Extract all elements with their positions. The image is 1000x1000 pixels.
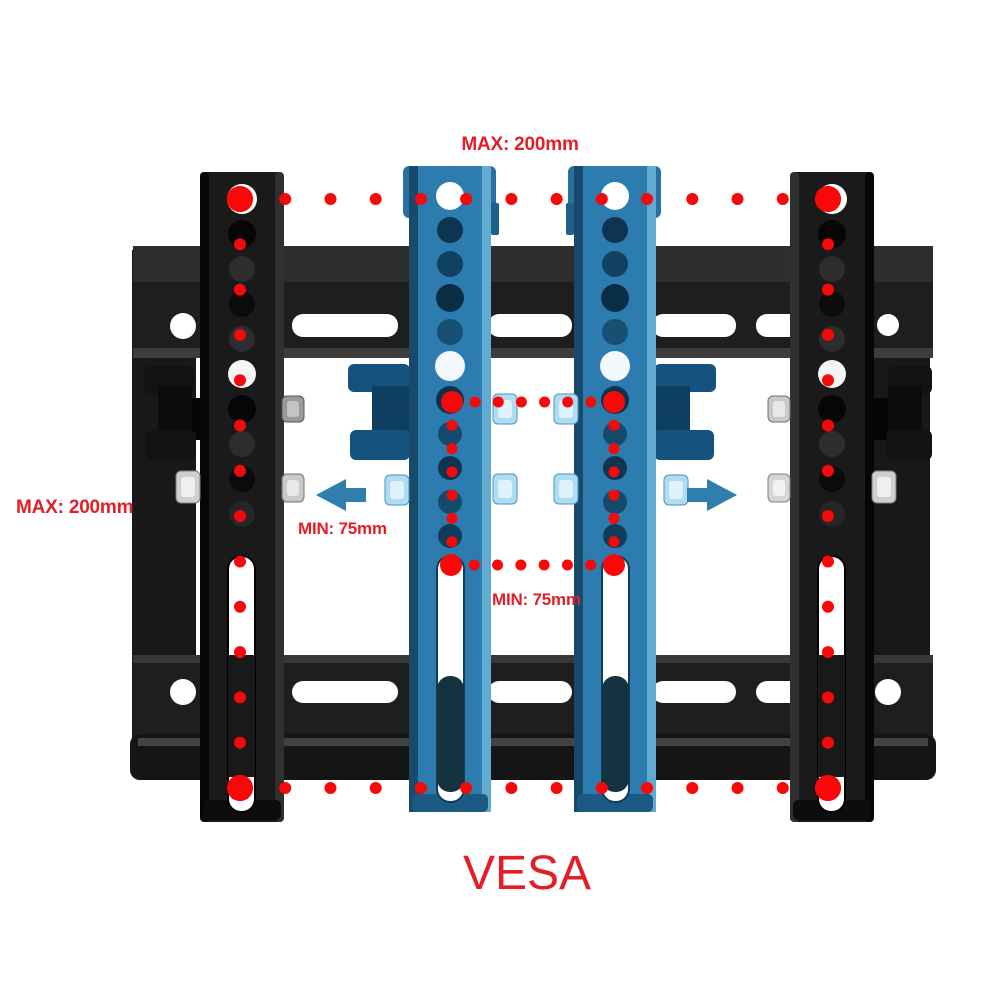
slide-right-arrow-icon bbox=[687, 479, 737, 511]
max-height-left-dot bbox=[234, 283, 246, 296]
left-wall-rail bbox=[200, 172, 284, 822]
min-width-lower-dot bbox=[585, 559, 597, 571]
max-width-bottom-dot bbox=[324, 782, 337, 794]
max-width-top-dot bbox=[550, 193, 563, 205]
max-height-right-dot bbox=[815, 775, 841, 801]
left-tv-rail bbox=[403, 166, 499, 812]
max-width-bottom-dot bbox=[414, 782, 427, 794]
min-width-lower-dot bbox=[468, 559, 480, 571]
min-width-upper-dot bbox=[585, 396, 597, 408]
min-height-left-dot bbox=[446, 489, 458, 501]
min-height-left-dot bbox=[446, 536, 458, 548]
max-height-right-dot bbox=[822, 374, 834, 387]
slide-left-arrow-icon bbox=[316, 479, 366, 511]
max-height-left-dot bbox=[234, 555, 246, 568]
max-height-right-dot bbox=[822, 555, 834, 568]
min-height-label: MIN: 75mm bbox=[492, 590, 581, 609]
max-width-bottom-dot bbox=[686, 782, 699, 794]
min-height-right-dot bbox=[608, 443, 620, 455]
max-width-bottom-dot bbox=[460, 782, 473, 794]
min-height-right-dot bbox=[608, 536, 620, 548]
max-height-left-dot bbox=[234, 691, 246, 704]
min-height-right-dot bbox=[608, 419, 620, 431]
max-height-left-dot bbox=[234, 646, 246, 659]
min-height-left-dot bbox=[446, 512, 458, 524]
max-height-left-dot bbox=[234, 736, 246, 749]
min-width-lower-dot bbox=[440, 554, 462, 576]
min-width-lower-dot bbox=[561, 559, 573, 571]
max-width-bottom-dot bbox=[731, 782, 744, 794]
min-width-upper-dot bbox=[515, 396, 527, 408]
max-height-left-dot bbox=[234, 600, 246, 613]
min-width-lower-dot bbox=[538, 559, 550, 571]
max-height-left-dot bbox=[227, 186, 253, 212]
min-width-lower-dot bbox=[515, 559, 527, 571]
max-height-right-dot bbox=[822, 736, 834, 749]
max-width-top-dot bbox=[595, 193, 608, 205]
max-height-right-dot bbox=[822, 328, 834, 341]
min-height-right-dot bbox=[608, 489, 620, 501]
max-width-top-dot bbox=[505, 193, 518, 205]
max-width-label: MAX: 200mm bbox=[461, 134, 579, 155]
max-width-top-dot bbox=[279, 193, 292, 205]
max-height-left-dot bbox=[234, 419, 246, 432]
min-width-upper-dot bbox=[469, 396, 481, 408]
right-tv-rail bbox=[566, 166, 661, 812]
measurement-dots bbox=[227, 186, 841, 801]
max-height-right-dot bbox=[822, 646, 834, 659]
max-width-top-dot bbox=[460, 193, 473, 205]
max-height-right-dot bbox=[815, 186, 841, 212]
max-height-label: MAX: 200mm bbox=[16, 497, 134, 518]
max-height-left-dot bbox=[234, 510, 246, 523]
min-height-left-dot bbox=[446, 466, 458, 478]
max-height-left-dot bbox=[234, 328, 246, 341]
max-width-bottom-dot bbox=[595, 782, 608, 794]
min-height-right-dot bbox=[608, 512, 620, 524]
max-height-right-dot bbox=[822, 464, 834, 477]
max-height-left-dot bbox=[234, 374, 246, 387]
max-width-bottom-dot bbox=[550, 782, 563, 794]
max-height-right-dot bbox=[822, 600, 834, 613]
left-tilt-knob bbox=[144, 366, 204, 460]
min-height-left-dot bbox=[446, 419, 458, 431]
min-width-lower-dot bbox=[603, 554, 625, 576]
min-width-label: MIN: 75mm bbox=[298, 519, 387, 538]
min-width-upper-dot bbox=[562, 396, 574, 408]
max-height-left-dot bbox=[234, 464, 246, 477]
mounting-bolts bbox=[175, 393, 897, 506]
max-width-bottom-dot bbox=[776, 782, 789, 794]
min-width-lower-dot bbox=[492, 559, 504, 571]
max-height-right-dot bbox=[822, 283, 834, 296]
max-width-top-dot bbox=[686, 193, 699, 205]
min-width-upper-dot bbox=[539, 396, 551, 408]
min-width-upper-dot bbox=[603, 391, 625, 413]
max-width-top-dot bbox=[776, 193, 789, 205]
max-width-top-dot bbox=[731, 193, 744, 205]
min-width-upper-dot bbox=[492, 396, 504, 408]
max-height-right-dot bbox=[822, 238, 834, 251]
vesa-title: VESA bbox=[462, 847, 592, 900]
max-height-right-dot bbox=[822, 419, 834, 432]
left-adjustment-knob bbox=[348, 364, 418, 460]
max-height-right-dot bbox=[822, 691, 834, 704]
max-width-bottom-dot bbox=[369, 782, 382, 794]
max-width-top-dot bbox=[369, 193, 382, 205]
min-width-upper-dot bbox=[441, 391, 463, 413]
max-width-top-dot bbox=[414, 193, 427, 205]
right-wall-rail bbox=[790, 172, 874, 822]
right-adjustment-knob bbox=[646, 364, 716, 460]
min-height-left-dot bbox=[446, 443, 458, 455]
max-width-top-dot bbox=[324, 193, 337, 205]
max-width-bottom-dot bbox=[279, 782, 292, 794]
max-height-left-dot bbox=[234, 238, 246, 251]
max-width-bottom-dot bbox=[641, 782, 654, 794]
min-height-right-dot bbox=[608, 466, 620, 478]
max-height-right-dot bbox=[822, 510, 834, 523]
max-width-top-dot bbox=[641, 193, 654, 205]
max-width-bottom-dot bbox=[505, 782, 518, 794]
max-height-left-dot bbox=[227, 775, 253, 801]
